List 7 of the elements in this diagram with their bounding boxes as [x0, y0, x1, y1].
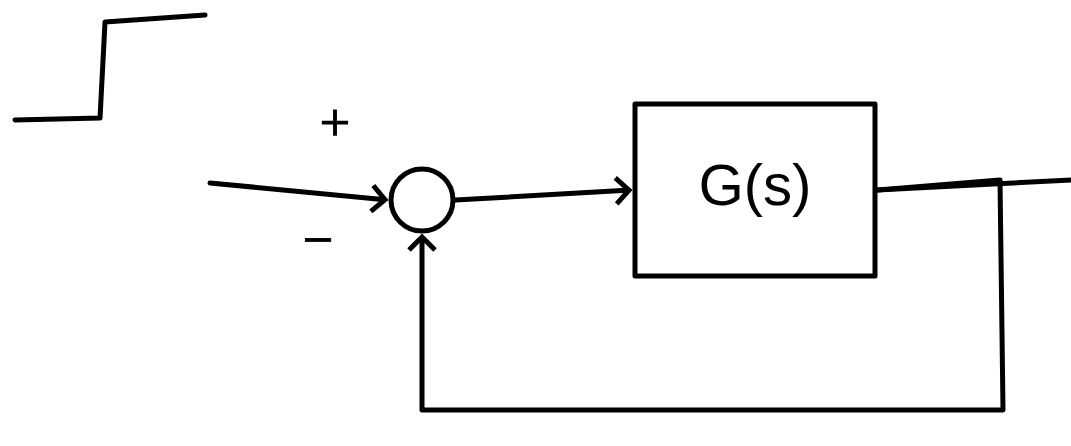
sign-label: + — [321, 109, 349, 136]
transfer-function-box: G(s) — [632, 101, 878, 279]
feedback-arrow — [407, 177, 1006, 413]
summing-junction — [388, 166, 456, 234]
arrow — [453, 176, 633, 206]
input-arrow — [207, 180, 389, 214]
sign-label: − — [304, 238, 332, 242]
